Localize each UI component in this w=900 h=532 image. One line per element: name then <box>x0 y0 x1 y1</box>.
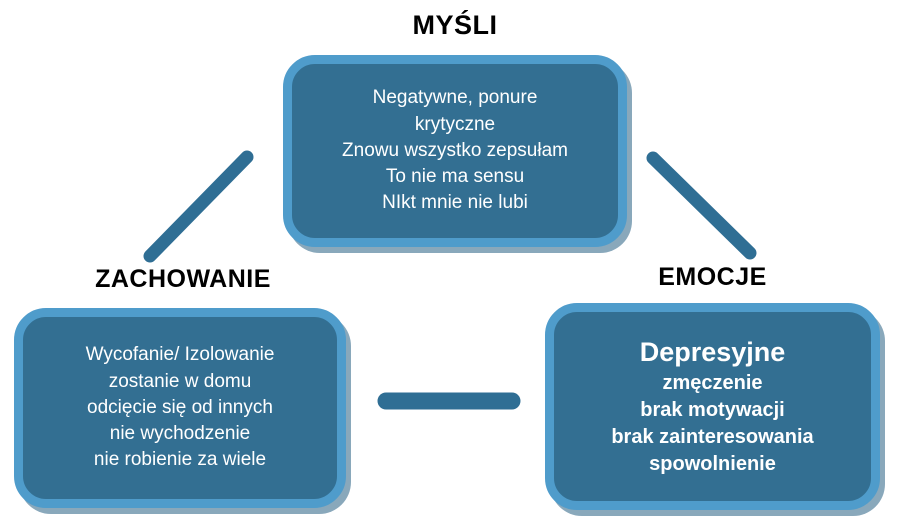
thoughts-box: Negatywne, ponure krytyczne Znowu wszyst… <box>283 55 627 247</box>
thoughts-line: NIkt mnie nie lubi <box>382 192 528 214</box>
emotions-label: EMOCJE <box>658 263 767 291</box>
behavior-box: Wycofanie/ Izolowanie zostanie w domu od… <box>14 308 346 508</box>
behavior-line: nie wychodzenie <box>109 423 251 445</box>
emotions-line: Depresyjne <box>639 336 786 367</box>
emotions-line: brak motywacji <box>640 399 785 422</box>
emotions-line: spowolnienie <box>649 453 776 476</box>
behavior-line: Wycofanie/ Izolowanie <box>85 344 275 366</box>
thoughts-line: To nie ma sensu <box>385 166 525 188</box>
behavior-line: zostanie w domu <box>108 370 252 392</box>
thoughts-line: krytyczne <box>414 113 496 135</box>
thoughts-label: MYŚLI <box>412 10 498 40</box>
thoughts-line: Negatywne, ponure <box>372 87 538 109</box>
behavior-label: ZACHOWANIE <box>95 265 271 293</box>
behavior-line: odcięcie się od innych <box>87 396 273 418</box>
emotions-line: brak zainteresowania <box>611 426 814 449</box>
behavior-line: nie robienie za wiele <box>93 449 267 471</box>
thoughts-line: Znowu wszystko zepsułam <box>342 139 568 161</box>
emotions-box: Depresyjne zmęczenie brak motywacji brak… <box>545 303 880 510</box>
emotions-line: zmęczenie <box>662 372 763 395</box>
connector-thoughts-emotions <box>646 151 757 260</box>
connector-behavior-thoughts <box>143 150 254 263</box>
